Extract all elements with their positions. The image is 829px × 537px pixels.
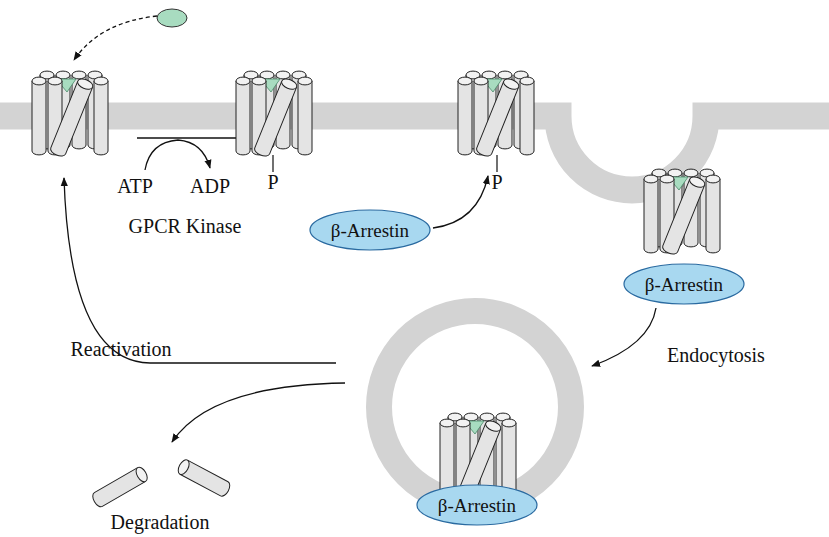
process-label: ATP bbox=[117, 176, 153, 196]
endocytic-vesicle bbox=[379, 311, 571, 503]
process-label: GPCR Kinase bbox=[129, 216, 242, 236]
endocytosis-arrow bbox=[592, 308, 656, 366]
phosphate-label: P bbox=[267, 172, 278, 192]
helix-cylinder bbox=[475, 77, 520, 158]
helix-cylinder bbox=[176, 458, 232, 498]
helix-cylinder bbox=[502, 419, 516, 497]
phosphate-label: P bbox=[491, 172, 502, 192]
process-label: Endocytosis bbox=[667, 345, 765, 365]
atp-adp-arrow bbox=[145, 140, 210, 170]
helix-cylinder bbox=[298, 77, 312, 155]
gpcr-receptor bbox=[32, 71, 108, 158]
arrestin-ellipse: β-Arrestin bbox=[623, 263, 745, 305]
phosphate-stem bbox=[496, 155, 497, 172]
degradation-arrow bbox=[172, 383, 345, 442]
helix-cylinder bbox=[90, 465, 149, 508]
helix-cylinder bbox=[644, 175, 658, 253]
helix-cylinder bbox=[706, 175, 720, 253]
degraded-receptor bbox=[90, 458, 232, 509]
protein-name: β-Arrestin bbox=[331, 221, 409, 240]
helix-cylinder bbox=[253, 77, 298, 158]
process-label: ADP bbox=[190, 176, 230, 196]
helix-cylinder bbox=[32, 77, 46, 155]
helix-cylinder bbox=[49, 77, 94, 158]
gpcr-receptor bbox=[644, 169, 720, 256]
phosphorylation-arrow bbox=[137, 137, 248, 139]
process-label: Reactivation bbox=[70, 339, 171, 359]
helix-cylinder bbox=[94, 77, 108, 155]
gpcr-receptor bbox=[236, 71, 312, 158]
arrestin-ellipse: β-Arrestin bbox=[416, 484, 538, 526]
protein-name: β-Arrestin bbox=[438, 496, 516, 515]
helix-cylinder bbox=[661, 175, 706, 256]
reactivation-arrow bbox=[64, 178, 336, 363]
helix-cylinder bbox=[440, 419, 454, 497]
process-label: Degradation bbox=[111, 512, 210, 532]
phosphate-stem bbox=[272, 155, 273, 172]
ligand bbox=[157, 9, 187, 27]
gpcr-receptor bbox=[458, 71, 534, 158]
helix-cylinder bbox=[236, 77, 250, 155]
protein-name: β-Arrestin bbox=[645, 275, 723, 294]
helix-cylinder bbox=[520, 77, 534, 155]
helix-cylinder bbox=[458, 77, 472, 155]
arrestin-binding-arrow bbox=[433, 176, 488, 228]
ligand-binding-arrow bbox=[74, 16, 157, 60]
arrestin-ellipse: β-Arrestin bbox=[309, 209, 431, 251]
